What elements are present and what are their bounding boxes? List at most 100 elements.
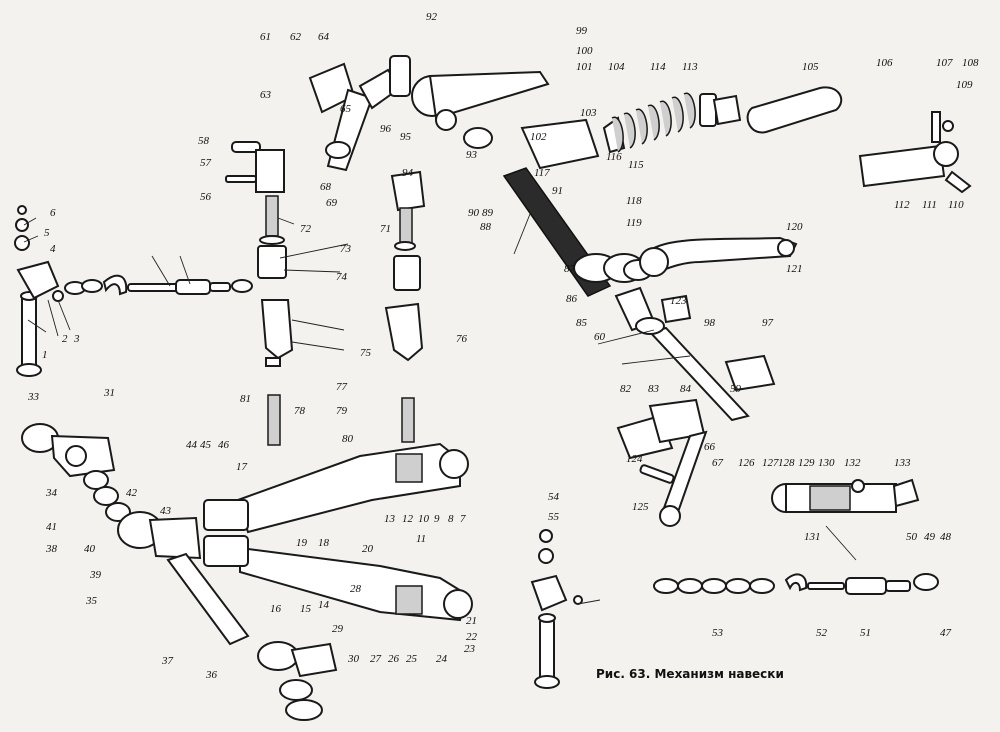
part-number: 105 (802, 61, 819, 73)
part-number: 92 (426, 11, 438, 23)
check-chain-lower (653, 573, 939, 595)
part-number: 48 (940, 531, 952, 543)
lift-arm-lower-right (616, 398, 708, 527)
part-number: 127 (762, 457, 779, 469)
part-number: 110 (948, 199, 964, 211)
part-number: 65 (340, 103, 352, 115)
part-number: 81 (240, 393, 251, 405)
part-number: 126 (738, 457, 755, 469)
part-number: 123 (670, 295, 687, 307)
part-number: 98 (704, 317, 716, 329)
part-number: 90 (468, 207, 480, 219)
part-number: 44 (186, 439, 198, 451)
part-number: 133 (894, 457, 911, 469)
part-number: 12 (402, 513, 414, 525)
part-number: 82 (620, 383, 632, 395)
part-number: 93 (466, 149, 478, 161)
part-number: 104 (608, 61, 625, 73)
lift-rod-left (225, 141, 294, 446)
part-number: 5 (44, 227, 50, 239)
part-number: 83 (648, 383, 660, 395)
cylinder-shaft (502, 167, 653, 297)
part-number: 120 (786, 221, 803, 233)
part-number: 119 (626, 217, 642, 229)
clamp-plate (724, 354, 776, 392)
part-number: 68 (320, 181, 332, 193)
part-number: 112 (894, 199, 910, 211)
part-number: 95 (400, 131, 412, 143)
part-number: 69 (326, 197, 338, 209)
hydraulic-cylinder (771, 478, 920, 513)
part-number: 73 (340, 243, 352, 255)
part-number: 52 (816, 627, 828, 639)
part-number: 102 (530, 131, 547, 143)
part-number: 55 (548, 511, 560, 523)
part-number: 88 (480, 221, 492, 233)
part-number: 24 (436, 653, 448, 665)
part-number: 130 (818, 457, 835, 469)
part-number: 36 (205, 669, 218, 681)
check-chain-upper (64, 274, 253, 296)
part-number: 100 (576, 45, 593, 57)
stop-bracket (858, 111, 972, 194)
part-number: 56 (200, 191, 212, 203)
part-number: 58 (198, 135, 210, 147)
part-number: 114 (650, 61, 666, 73)
part-number: 39 (89, 569, 102, 581)
part-number: 3 (73, 333, 80, 345)
part-number: 53 (712, 627, 724, 639)
part-number: 43 (160, 505, 172, 517)
part-number: 118 (626, 195, 642, 207)
part-number: 101 (576, 61, 593, 73)
part-number: 1 (42, 349, 48, 361)
part-number: 103 (580, 107, 597, 119)
part-number: 71 (380, 223, 391, 235)
part-number: 121 (786, 263, 803, 275)
cross-shaft (614, 286, 750, 422)
part-number: 131 (804, 531, 821, 543)
part-number: 21 (466, 615, 477, 627)
part-number: 89 (482, 207, 494, 219)
part-number: 128 (778, 457, 795, 469)
part-number: 14 (318, 599, 330, 611)
part-number: 41 (46, 521, 57, 533)
part-number: 47 (940, 627, 952, 639)
part-number: 4 (50, 243, 56, 255)
part-number: 108 (962, 57, 979, 69)
part-number: 33 (27, 391, 40, 403)
part-number: 99 (576, 25, 588, 37)
part-number: 6 (50, 207, 56, 219)
lower-link-pin-left (14, 205, 64, 377)
part-number: 46 (218, 439, 230, 451)
part-number: 9 (434, 513, 440, 525)
part-number: 22 (466, 631, 478, 643)
lower-link-pin-right (530, 529, 583, 689)
part-number: 76 (456, 333, 468, 345)
part-number: 72 (300, 223, 312, 235)
part-number: 78 (294, 405, 306, 417)
handle-grip (746, 86, 843, 134)
part-number: 75 (360, 347, 372, 359)
control-lever-arm (638, 236, 798, 277)
part-number: 16 (270, 603, 282, 615)
part-number: 60 (594, 331, 606, 343)
figure-caption: Рис. 63. Механизм навески (596, 667, 784, 681)
part-number: 54 (548, 491, 560, 503)
lift-rod-right (384, 170, 426, 443)
part-number: 19 (296, 537, 308, 549)
part-number: 29 (332, 623, 344, 635)
part-number: 113 (682, 61, 698, 73)
part-number: 91 (552, 185, 563, 197)
part-number: 67 (712, 457, 724, 469)
part-number: 117 (534, 167, 550, 179)
part-number: 20 (362, 543, 374, 555)
part-number: 49 (924, 531, 936, 543)
part-number: 96 (380, 123, 392, 135)
part-number: 11 (416, 533, 426, 545)
part-number: 25 (406, 653, 418, 665)
part-number: 106 (876, 57, 893, 69)
part-number: 129 (798, 457, 815, 469)
part-number: 28 (350, 583, 362, 595)
spring-assembly (520, 92, 742, 170)
